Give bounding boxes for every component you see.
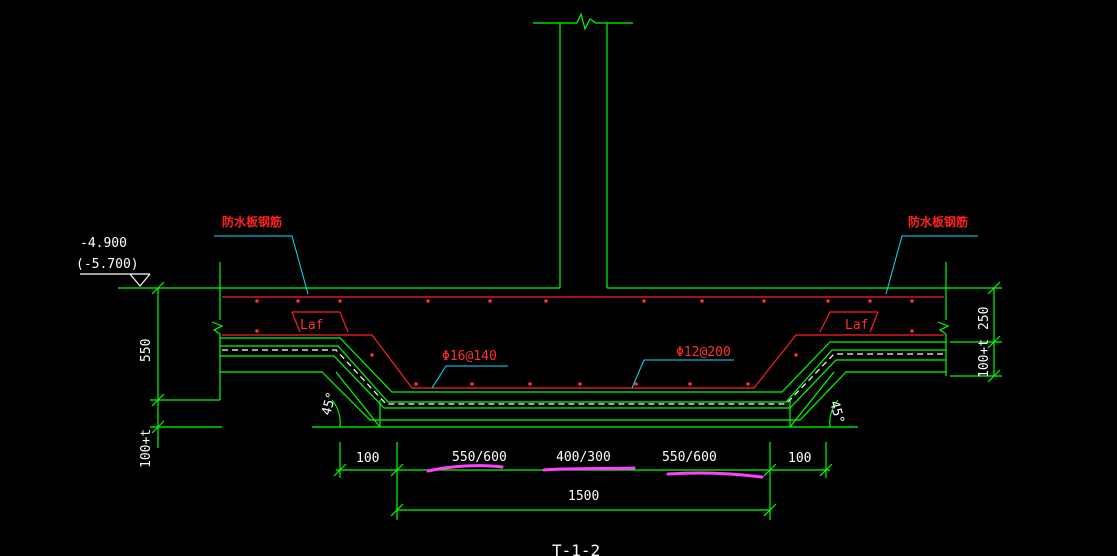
dim-bottom-seg4: 550/600 xyxy=(662,450,717,465)
elevation-bottom: (-5.700) xyxy=(76,257,139,272)
wall xyxy=(533,12,633,288)
rebar-dots xyxy=(255,299,914,386)
dim-right-top: 250 xyxy=(977,307,992,330)
dim-left-bottom: 100+t xyxy=(139,429,154,468)
rebar xyxy=(222,296,944,389)
dimension-lines xyxy=(80,273,1002,520)
rebar-label-b: Φ12@200 xyxy=(676,345,731,360)
dim-bottom-seg2: 550/600 xyxy=(452,450,507,465)
rebar-label-a: Φ16@140 xyxy=(442,349,497,364)
drawing-caption: T-1-2 xyxy=(552,541,600,556)
highlight-marks xyxy=(426,464,764,479)
dim-bottom-seg1: 100 xyxy=(356,451,379,466)
leader-lines xyxy=(214,235,978,389)
dim-bottom-total: 1500 xyxy=(568,489,599,504)
membrane xyxy=(222,349,944,405)
angle-label-left: 45° xyxy=(319,390,340,417)
dim-bottom-seg5: 100 xyxy=(788,451,811,466)
lap-label-right: Laf xyxy=(845,318,868,333)
slab-outline xyxy=(118,262,950,428)
angle-label-right: 45° xyxy=(826,399,847,426)
dim-bottom-seg3: 400/300 xyxy=(556,450,611,465)
right-rebar-note: 防水板钢筋 xyxy=(908,214,968,229)
dim-right-bottom: 100+t xyxy=(977,339,992,378)
left-rebar-note: 防水板钢筋 xyxy=(222,214,282,229)
dim-left-height: 550 xyxy=(139,339,154,362)
lap-label-left: Laf xyxy=(300,318,323,333)
elevation-top: -4.900 xyxy=(80,236,127,251)
